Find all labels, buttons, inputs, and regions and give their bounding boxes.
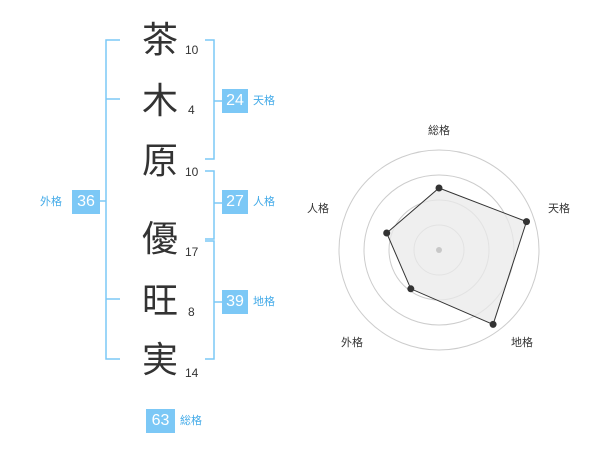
- chikaku-label: 地格: [253, 295, 275, 308]
- radar-point-5: [383, 229, 391, 237]
- name-char-1: 茶: [141, 20, 178, 61]
- radar-grid-ring: [338, 149, 540, 351]
- name-char-5: 旺: [141, 281, 178, 322]
- jinkaku-bracket: [205, 170, 215, 240]
- radar-point-1: [435, 184, 443, 192]
- chikaku-badge: 39: [222, 290, 248, 314]
- radar-axis-label-gaikaku: 外格: [341, 336, 363, 349]
- chikaku-bracket: [205, 240, 215, 360]
- stroke-count-1: 10: [185, 43, 199, 57]
- name-char-6: 実: [141, 340, 178, 381]
- stroke-count-4: 17: [185, 245, 199, 259]
- radar-center-dot: [436, 247, 442, 253]
- jinkaku-label: 人格: [253, 195, 275, 208]
- stroke-count-2: 4: [188, 103, 195, 117]
- stroke-count-3: 10: [185, 165, 199, 179]
- radar-axis-label-soukaku: 総格: [428, 124, 450, 137]
- soukaku-label: 総格: [180, 414, 202, 427]
- radar-axis-label-tenkaku: 天格: [548, 202, 570, 215]
- stroke-count-6: 14: [185, 366, 199, 380]
- radar-axis-label-jinkaku: 人格: [307, 202, 329, 215]
- tenkaku-badge: 24: [222, 89, 248, 113]
- gaikaku-badge: 36: [72, 190, 100, 214]
- radar-points: [383, 184, 530, 328]
- gaikaku-bracket: [105, 39, 120, 360]
- radar-axis-label-chikaku: 地格: [511, 336, 533, 349]
- tenkaku-label: 天格: [253, 94, 275, 107]
- tenkaku-bracket: [205, 39, 215, 160]
- name-char-4: 優: [141, 219, 178, 260]
- soukaku-badge: 63: [146, 409, 175, 433]
- radar-area: [386, 187, 528, 326]
- stroke-count-5: 8: [188, 305, 195, 319]
- name-char-3: 原: [141, 141, 178, 182]
- radar-point-4: [407, 285, 415, 293]
- gaikaku-label: 外格: [40, 195, 62, 208]
- jinkaku-badge: 27: [222, 190, 248, 214]
- radar-point-2: [523, 218, 530, 226]
- radar-point-3: [489, 320, 497, 328]
- name-char-2: 木: [141, 81, 178, 122]
